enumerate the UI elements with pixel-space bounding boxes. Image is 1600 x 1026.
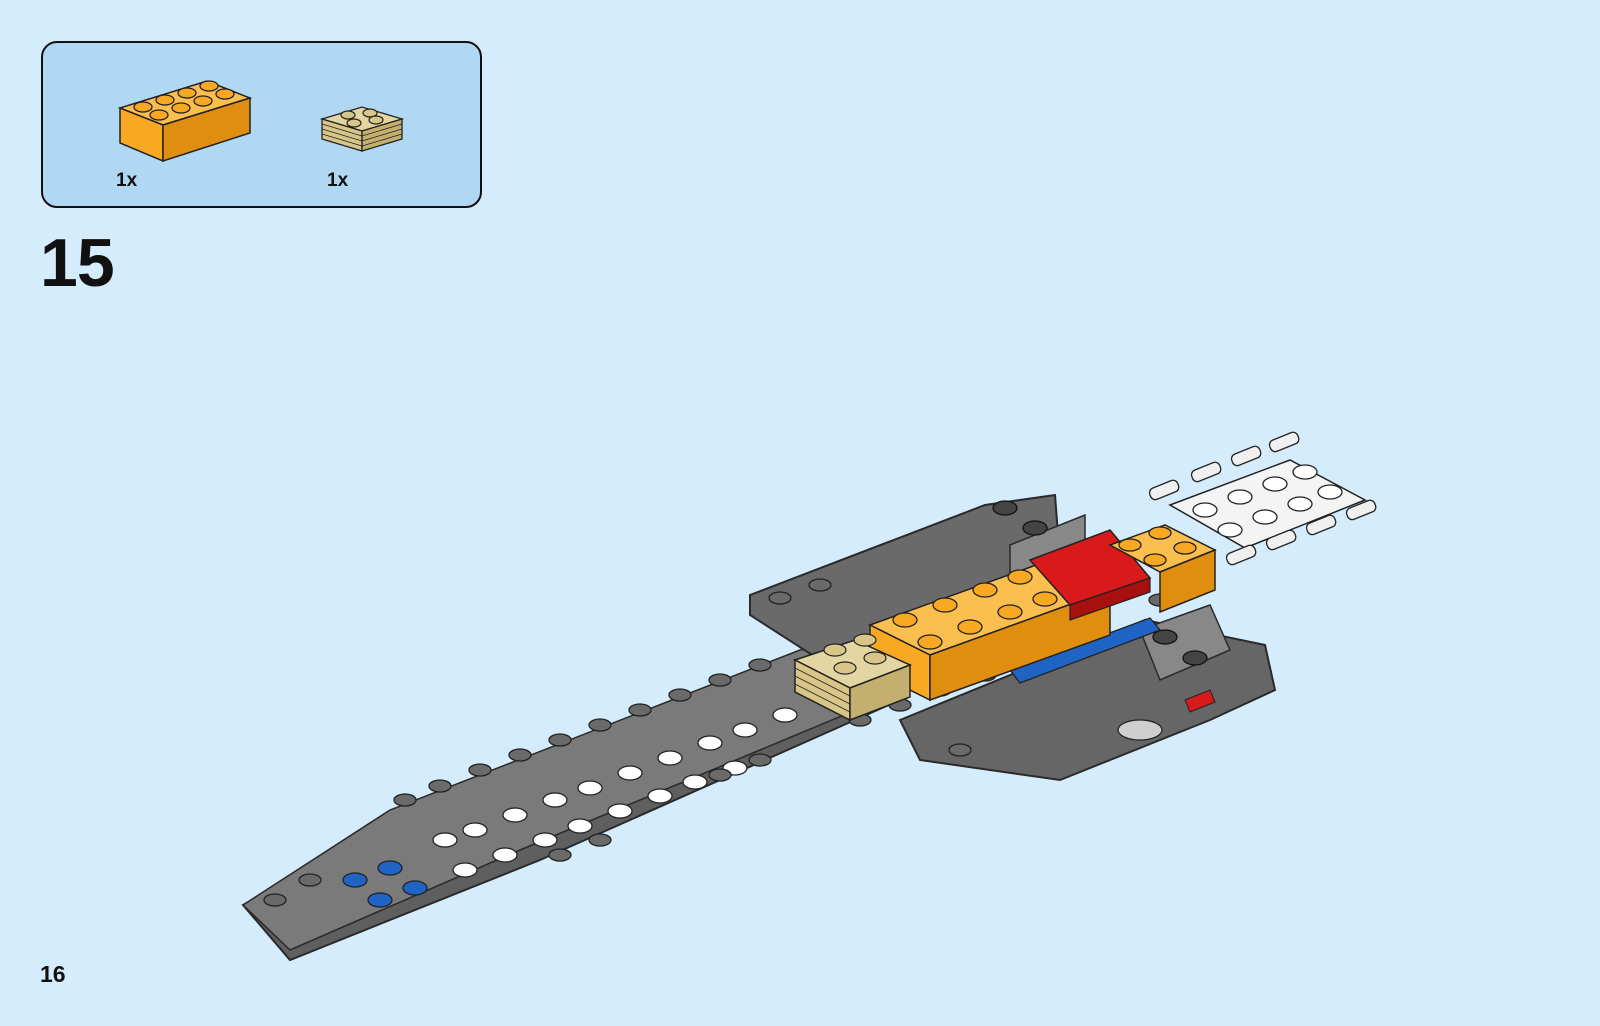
page-number: 16 bbox=[40, 961, 66, 988]
wheel-detail bbox=[1118, 720, 1162, 740]
